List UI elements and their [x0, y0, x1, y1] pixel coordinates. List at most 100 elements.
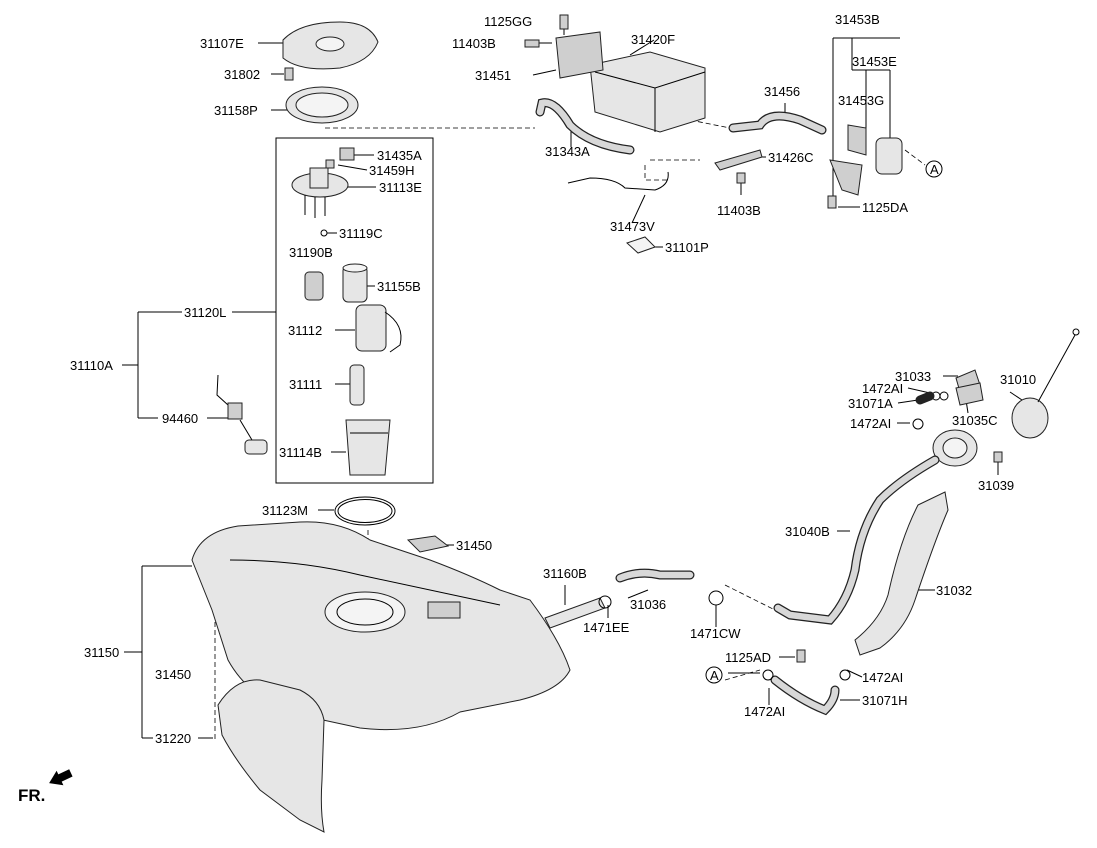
- label-31101P: 31101P: [665, 240, 709, 255]
- leader-lines: [258, 21, 1023, 705]
- label-31160B: 31160B: [543, 566, 587, 581]
- bolt-1125DA: [827, 195, 837, 209]
- label-1125DA: 1125DA: [862, 200, 908, 215]
- label-31112: 31112: [288, 323, 322, 338]
- hose-31036-inner: [616, 569, 694, 582]
- bracket-31453B: [829, 159, 863, 196]
- label-31426C: 31426C: [768, 150, 814, 165]
- label-11403B-upper: 11403B: [452, 36, 496, 51]
- label-31035C: 31035C: [952, 413, 998, 428]
- air-filter-31453G: [875, 137, 903, 175]
- tank-strap-mount: [427, 601, 461, 619]
- tube-31473V: [567, 171, 669, 191]
- label-31453G: 31453G: [838, 93, 884, 108]
- connector-a-label-lower: A: [710, 668, 719, 683]
- label-31032: 31032: [936, 583, 972, 598]
- label-31101P: [626, 236, 656, 254]
- clamp-1471EE: [598, 595, 612, 609]
- label-31220: 31220: [155, 731, 191, 746]
- pump-body-31112: [355, 304, 387, 352]
- sender-arm: [239, 419, 253, 441]
- label-1125GG: 1125GG: [484, 14, 532, 29]
- label-31110A: 31110A: [70, 358, 113, 373]
- tank-opening: [324, 591, 406, 633]
- hose-31343A-inner: [536, 99, 634, 154]
- clamp-1471CW: [708, 590, 724, 606]
- label-31459H: 31459H: [369, 163, 415, 178]
- label-31420F: 31420F: [631, 32, 675, 47]
- clip-31459H: [325, 159, 335, 169]
- label-31435A: 31435A: [377, 148, 422, 163]
- connector-marker-a-upper: [925, 160, 943, 178]
- label-31036: 31036: [630, 597, 666, 612]
- bolt-1125GG: [559, 14, 569, 30]
- flange-pipes: [304, 195, 326, 218]
- fuel-pump-module-box: [275, 137, 434, 484]
- valve-31035C: [955, 382, 984, 406]
- label-31039: 31039: [978, 478, 1014, 493]
- label-31451: 31451: [475, 68, 511, 83]
- label-1471CW: 1471CW: [690, 626, 741, 641]
- bolt-11403B: [524, 39, 540, 48]
- bolt-11403B-lower: [736, 172, 746, 184]
- label-11403B-lower: 11403B: [717, 203, 761, 218]
- clamp-1472AI-upper-b: [939, 391, 949, 401]
- o-ring-31119C: [320, 229, 328, 237]
- filler-cap-31010: [1011, 397, 1049, 439]
- sender-float: [244, 439, 268, 455]
- hose-31071H-inner: [771, 676, 839, 714]
- hose-31071A: [915, 391, 935, 405]
- label-31802: 31802: [224, 67, 260, 82]
- bolt-1125AD: [796, 649, 806, 663]
- reservoir-31114B: [345, 419, 391, 476]
- tether-ring: [1072, 328, 1080, 336]
- label-31453E: 31453E: [852, 54, 897, 69]
- group-brackets: [122, 37, 900, 739]
- canister-31420F: [589, 51, 706, 133]
- bracket-31426C: [714, 149, 763, 171]
- ring-hole: [295, 92, 349, 118]
- connector-31435A: [339, 147, 355, 161]
- filler-neck-opening: [942, 437, 968, 459]
- label-31010: 31010: [1000, 372, 1036, 387]
- label-31107E: 31107E: [200, 36, 244, 51]
- flange-neck: [309, 167, 329, 189]
- connector-marker-a-lower: [705, 666, 723, 684]
- valve-31453E: [847, 124, 867, 156]
- sender-94460: [227, 402, 243, 420]
- label-31343A: 31343A: [545, 144, 590, 159]
- label-31114B: 31114B: [279, 445, 322, 460]
- label-1472AI-mid: 1472AI: [850, 416, 891, 431]
- tank-opening-inner: [336, 598, 394, 626]
- sender-wire: [216, 374, 229, 406]
- filter-31190B: [304, 271, 324, 301]
- label-31158P: 31158P: [214, 103, 258, 118]
- label-31071A: 31071A: [848, 396, 893, 411]
- label-1472AI-lower: 1472AI: [744, 704, 785, 719]
- label-1125AD: 1125AD: [725, 650, 771, 665]
- label-31040B: 31040B: [785, 524, 830, 539]
- filler-neck-31040B-inner: [774, 456, 939, 624]
- cover-hole: [315, 36, 345, 52]
- cap-tether: [1037, 334, 1076, 403]
- hose-31456-inner: [729, 112, 826, 134]
- front-direction-label: FR.: [18, 786, 45, 805]
- label-31123M: 31123M: [262, 503, 308, 518]
- label-31113E: 31113E: [379, 180, 422, 195]
- connector-a-label-upper: A: [930, 162, 939, 177]
- label-1471EE: 1471EE: [583, 620, 630, 635]
- label-31450-lower: 31450: [155, 667, 191, 682]
- label-1472AI-right: 1472AI: [862, 670, 903, 685]
- protector-31032: [854, 491, 949, 656]
- filter-top: [342, 263, 368, 273]
- label-31456: 31456: [764, 84, 800, 99]
- label-31155B: 31155B: [377, 279, 421, 294]
- gasket-31123M: [334, 496, 396, 526]
- label-31473V: 31473V: [610, 219, 655, 234]
- front-arrow-icon: [49, 769, 73, 786]
- bolt-31802: [284, 67, 294, 81]
- label-31071H: 31071H: [862, 693, 908, 708]
- label-94460: 94460: [162, 411, 198, 426]
- bolt-31039: [993, 451, 1003, 463]
